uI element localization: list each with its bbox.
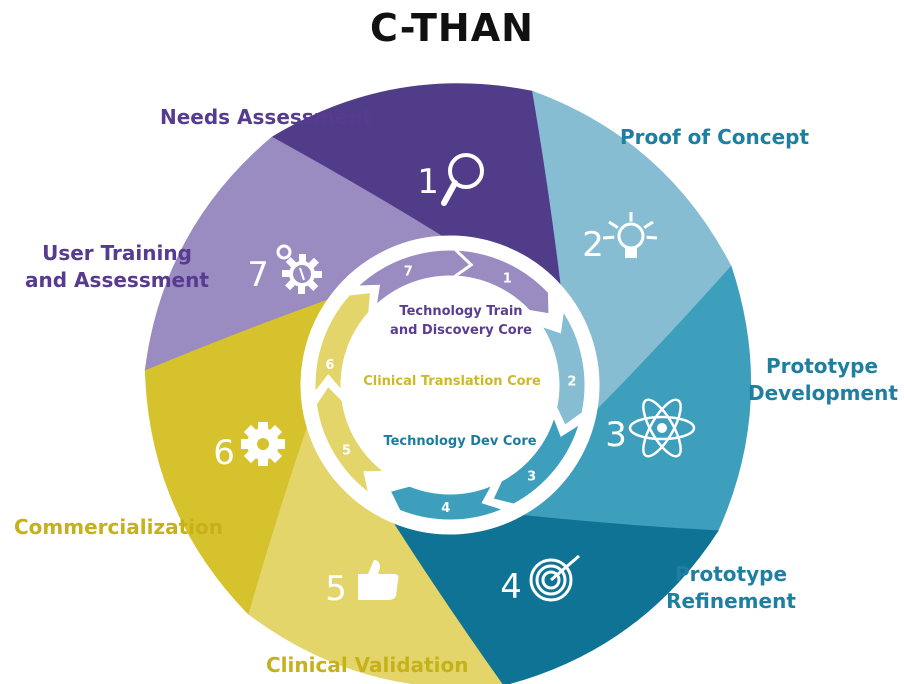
- core-train-discovery: Technology Train and Discovery Core: [390, 304, 532, 338]
- arrow-1: [447, 247, 552, 317]
- gear-icon: 6: [213, 422, 285, 473]
- label-needs-assessment: Needs Assessment: [160, 105, 372, 129]
- arrow-number-1: 1: [503, 271, 512, 286]
- stage-number-3: 3: [605, 415, 627, 455]
- inner-arrow-ring: 1 2 3 4 5 6 7: [308, 243, 592, 527]
- arrow-number-5: 5: [342, 444, 351, 459]
- arrow-4: [386, 480, 510, 523]
- segment-6: [144, 298, 329, 615]
- inner-ring-hole: [346, 281, 554, 489]
- label-clinical-validation: Clinical Validation: [266, 653, 469, 677]
- arrow-number-2: 2: [567, 375, 576, 390]
- arrow-5: [313, 382, 392, 499]
- segment-3: [522, 265, 752, 532]
- arrow-2: [535, 304, 588, 430]
- page-title: C-THAN: [370, 6, 534, 50]
- arrow-6: [312, 289, 374, 399]
- thumbs-up-icon: 5: [325, 560, 399, 609]
- lightbulb-icon: 2: [582, 212, 658, 265]
- arrow-number-3: 3: [527, 470, 536, 485]
- segment-5: [247, 426, 503, 684]
- label-prototype-refinement: Prototype Refinement: [666, 562, 796, 613]
- core-clinical-translation: Clinical Translation Core: [363, 374, 541, 389]
- stage-number-6: 6: [213, 433, 235, 473]
- arrow-number-4: 4: [441, 501, 450, 516]
- label-user-training: User Training and Assessment: [25, 241, 209, 292]
- core-technology-dev: Technology Dev Core: [383, 434, 537, 449]
- target-icon: 4: [500, 554, 580, 607]
- label-proof-of-concept: Proof of Concept: [620, 125, 810, 149]
- stage-number-7: 7: [247, 255, 269, 295]
- stage-number-5: 5: [325, 569, 347, 609]
- stage-icons: 1 2 3 4 5 6 7: [213, 153, 696, 609]
- segment-7: [144, 136, 442, 371]
- label-prototype-development: Prototype Development: [748, 354, 898, 405]
- label-commercialization: Commercialization: [14, 515, 223, 539]
- arrow-number-7: 7: [404, 264, 413, 279]
- atom-icon: 3: [605, 398, 696, 458]
- magnifier-icon: 1: [417, 153, 484, 206]
- arrow-number-6: 6: [325, 358, 334, 373]
- arrow-7: [351, 247, 474, 312]
- stage-number-2: 2: [582, 225, 604, 265]
- arrow-3: [489, 410, 584, 507]
- gears-person-icon: 7: [247, 244, 322, 295]
- stage-number-1: 1: [417, 162, 439, 202]
- stage-number-4: 4: [500, 567, 522, 607]
